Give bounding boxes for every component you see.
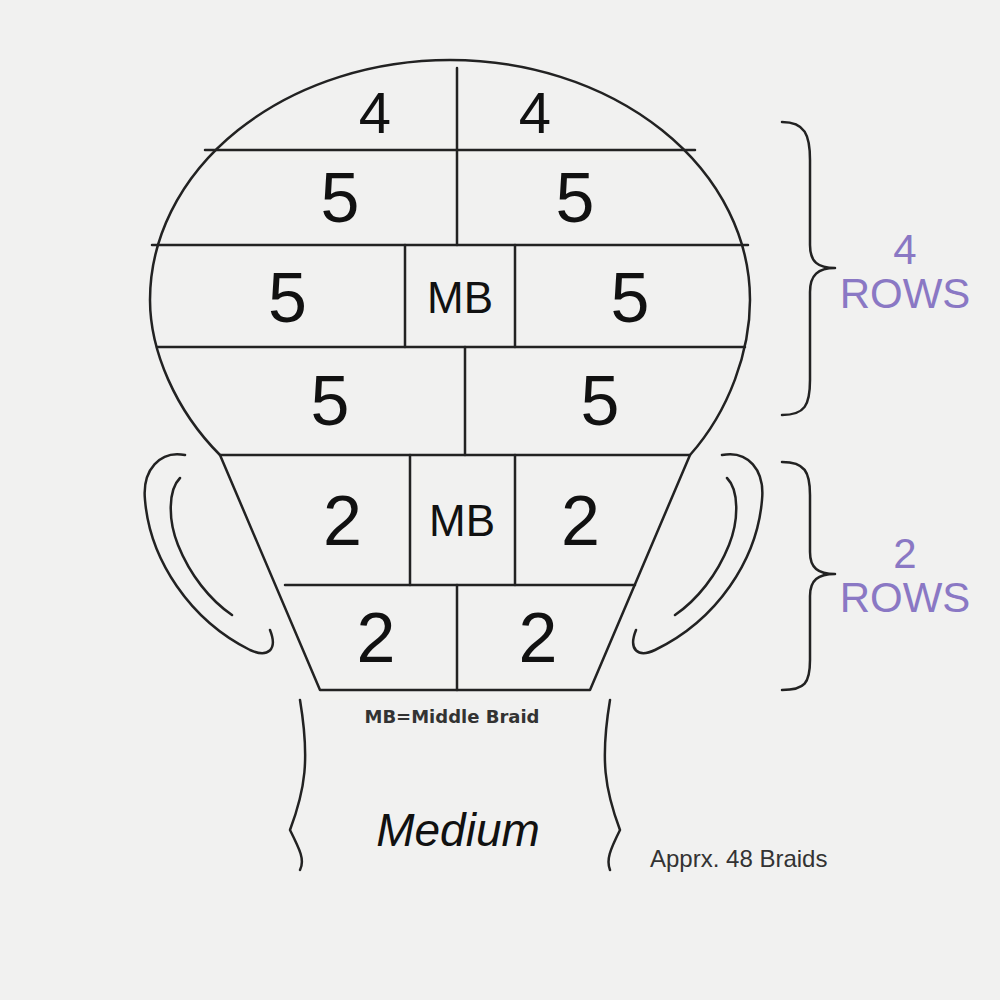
right-ear-inner — [675, 478, 736, 615]
braid-section: 4 — [460, 80, 610, 146]
braid-count: 5 — [321, 163, 360, 233]
braid-section: 5 — [520, 255, 740, 341]
braid-section: 5 — [465, 158, 685, 238]
row-count: 4 ROWS — [840, 228, 971, 316]
braid-count: 2 — [561, 486, 600, 556]
braid-section: 4 — [300, 80, 450, 146]
braid-section: 5 — [175, 255, 400, 341]
braid-count: 2 — [357, 603, 396, 673]
braid-section: 2 — [462, 592, 614, 684]
braid-count: 2 — [519, 603, 558, 673]
braid-section: 2 — [280, 465, 405, 577]
braid-section: MB — [408, 260, 512, 336]
section-lines — [152, 68, 748, 690]
neck-left — [290, 700, 305, 870]
size-title: Medium — [376, 806, 540, 854]
braid-count: 4 — [359, 84, 391, 142]
braid-section: 5 — [470, 355, 730, 447]
braid-section: 5 — [200, 355, 460, 447]
bracket — [782, 122, 835, 415]
braid-count: 5 — [311, 366, 350, 436]
braid-count: 5 — [581, 366, 620, 436]
braid-section: 2 — [300, 592, 452, 684]
braid-count: 2 — [323, 486, 362, 556]
braid-count: MB — [427, 276, 493, 320]
braid-total: Apprx. 48 Braids — [650, 846, 827, 871]
right-ear — [633, 454, 762, 653]
neck-right — [605, 700, 620, 870]
braid-section: 5 — [230, 158, 450, 238]
braid-count: MB — [429, 499, 495, 543]
head-outline — [150, 60, 750, 690]
braid-count: 5 — [611, 263, 650, 333]
braid-count: 5 — [556, 163, 595, 233]
legend-note: MB=Middle Braid — [364, 708, 539, 727]
left-ear-inner — [171, 478, 232, 615]
braid-section: MB — [412, 465, 512, 577]
row-count: 2 ROWS — [840, 532, 971, 620]
braid-count: 4 — [519, 84, 551, 142]
bracket — [782, 462, 835, 690]
left-ear — [145, 454, 273, 653]
braid-count: 5 — [268, 263, 307, 333]
braid-section: 2 — [518, 465, 643, 577]
